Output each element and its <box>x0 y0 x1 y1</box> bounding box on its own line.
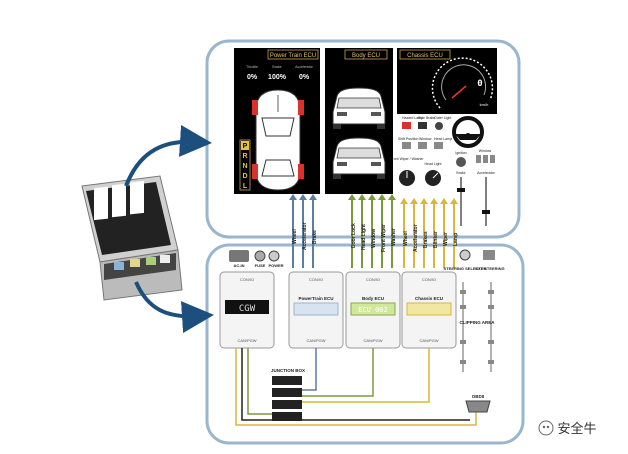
panel-title-powertrain: Power Train ECU <box>270 53 316 59</box>
svg-text:CAN/PGW: CAN/PGW <box>419 338 438 343</box>
wire-label: Lamp <box>453 233 459 246</box>
fuse-icon <box>255 251 265 261</box>
ecu-chassis: CON/IO Chassis ECU CAN/PGW <box>402 272 456 348</box>
svg-text:EXT STEERING: EXT STEERING <box>475 266 504 271</box>
svg-text:CON/IO: CON/IO <box>240 277 254 282</box>
wire-label: Window <box>371 229 377 248</box>
svg-text:Front Wiper / Washer: Front Wiper / Washer <box>390 157 424 161</box>
window-switch[interactable] <box>483 155 488 163</box>
outer-light-knob[interactable] <box>435 122 443 130</box>
window-switch[interactable] <box>476 155 481 163</box>
svg-text:OBDII: OBDII <box>472 394 485 399</box>
wire-label: Head Light <box>361 224 367 250</box>
svg-text:CON/IO: CON/IO <box>309 277 323 282</box>
ext-steering-connector <box>483 250 495 260</box>
wire-label: Wheel <box>403 231 409 246</box>
chassis-panel: Chassis ECU 0 km/h <box>397 48 497 114</box>
svg-text:Chassis ECU: Chassis ECU <box>415 296 443 301</box>
wire-label: Wheel <box>292 229 298 244</box>
svg-text:Window: Window <box>419 137 432 141</box>
watermark: 安全牛 <box>539 421 597 436</box>
body-panel: Body ECU <box>325 48 393 194</box>
window-button[interactable] <box>418 142 427 149</box>
svg-text:CON/IO: CON/IO <box>422 277 436 282</box>
svg-text:Window: Window <box>479 149 492 153</box>
ecu-powertrain: CON/IO PowerTrain ECU CAN/PGW <box>289 272 343 348</box>
svg-text:L: L <box>243 183 248 190</box>
wire-label: Accelerator <box>302 222 308 250</box>
svg-text:FUSE: FUSE <box>255 263 266 268</box>
ecu-body: CON/IO Body ECU ECU 002 CAN/PGW <box>346 272 400 348</box>
car-rear-icon <box>333 138 385 179</box>
svg-text:CAN/PGW: CAN/PGW <box>306 338 325 343</box>
gauge-label: Accelerator <box>295 65 314 69</box>
svg-text:D: D <box>242 173 247 180</box>
steering-selector-knob[interactable] <box>460 250 470 260</box>
svg-text:N: N <box>242 163 247 170</box>
window-switch[interactable] <box>490 155 495 163</box>
ecu-display: CGW <box>239 304 256 314</box>
svg-text:CON/IO: CON/IO <box>366 277 380 282</box>
ecu-display: ECU 002 <box>358 306 388 314</box>
svg-text:Body ECU: Body ECU <box>362 296 384 301</box>
wire-label: Washer <box>391 228 397 246</box>
svg-text:Brake: Brake <box>456 171 465 175</box>
watermark-text: 安全牛 <box>557 421 596 436</box>
panel-title-body: Body ECU <box>352 53 380 59</box>
brake-slider[interactable] <box>457 188 465 192</box>
panel-title-chassis: Chassis ECU <box>407 53 443 59</box>
wire-label: Wiper <box>443 232 449 246</box>
svg-text:POWER: POWER <box>268 263 283 268</box>
svg-text:AC-IN: AC-IN <box>233 263 244 268</box>
svg-text:PowerTrain ECU: PowerTrain ECU <box>298 296 333 301</box>
svg-text:Ignition: Ignition <box>455 151 466 155</box>
svg-text:Head Light: Head Light <box>425 162 442 166</box>
svg-text:Shift Position: Shift Position <box>398 137 418 141</box>
svg-text:Side Brake: Side Brake <box>418 116 435 120</box>
ecu-cgw: CON/IO CGW CAN/PGW <box>220 272 274 348</box>
svg-text:Accelerator: Accelerator <box>477 171 496 175</box>
wire-label: Brakes <box>423 231 429 248</box>
wire-label: Accelerator <box>413 224 419 252</box>
svg-text:CAN/PGW: CAN/PGW <box>237 338 256 343</box>
svg-text:Head Lamp: Head Lamp <box>434 137 452 141</box>
ac-in-connector <box>229 250 249 262</box>
wire-label: Front Wiper <box>381 224 387 252</box>
svg-text:P: P <box>243 143 248 150</box>
car-front-icon <box>333 88 385 129</box>
svg-text:CAN/PGW: CAN/PGW <box>363 338 382 343</box>
svg-text:CLIPPING AREA: CLIPPING AREA <box>459 320 495 325</box>
wire-label: Door Lock <box>351 223 357 248</box>
head-lamp-button[interactable] <box>434 142 443 149</box>
accelerator-slider[interactable] <box>482 210 490 214</box>
gauge-value: 0% <box>299 74 310 81</box>
powertrain-panel: Power Train ECU Throttle 0% Brake 100% A… <box>234 48 320 194</box>
hazard-button[interactable] <box>402 122 411 129</box>
car-top-icon <box>252 90 304 190</box>
gauge-value: 100% <box>268 74 287 81</box>
shift-position-button[interactable] <box>402 142 411 149</box>
power-block: AC-IN FUSE POWER <box>229 250 284 268</box>
gauge-value: 0% <box>247 74 258 81</box>
power-switch-icon[interactable] <box>269 251 279 261</box>
svg-text:JUNCTION BOX: JUNCTION BOX <box>271 368 305 373</box>
gauge-label: Throttle <box>246 65 258 69</box>
wire-label: Brake <box>312 230 318 244</box>
ignition-key-icon[interactable] <box>456 157 466 167</box>
svg-text:R: R <box>242 153 247 160</box>
svg-text:Outer Light: Outer Light <box>434 116 451 120</box>
side-brake-button[interactable] <box>418 122 427 129</box>
speed-unit: km/h <box>480 102 489 107</box>
wire-label: Blinker <box>433 231 439 248</box>
speed-value: 0 <box>477 79 482 89</box>
briefcase-icon <box>82 176 182 300</box>
gauge-label: Brake <box>272 65 281 69</box>
